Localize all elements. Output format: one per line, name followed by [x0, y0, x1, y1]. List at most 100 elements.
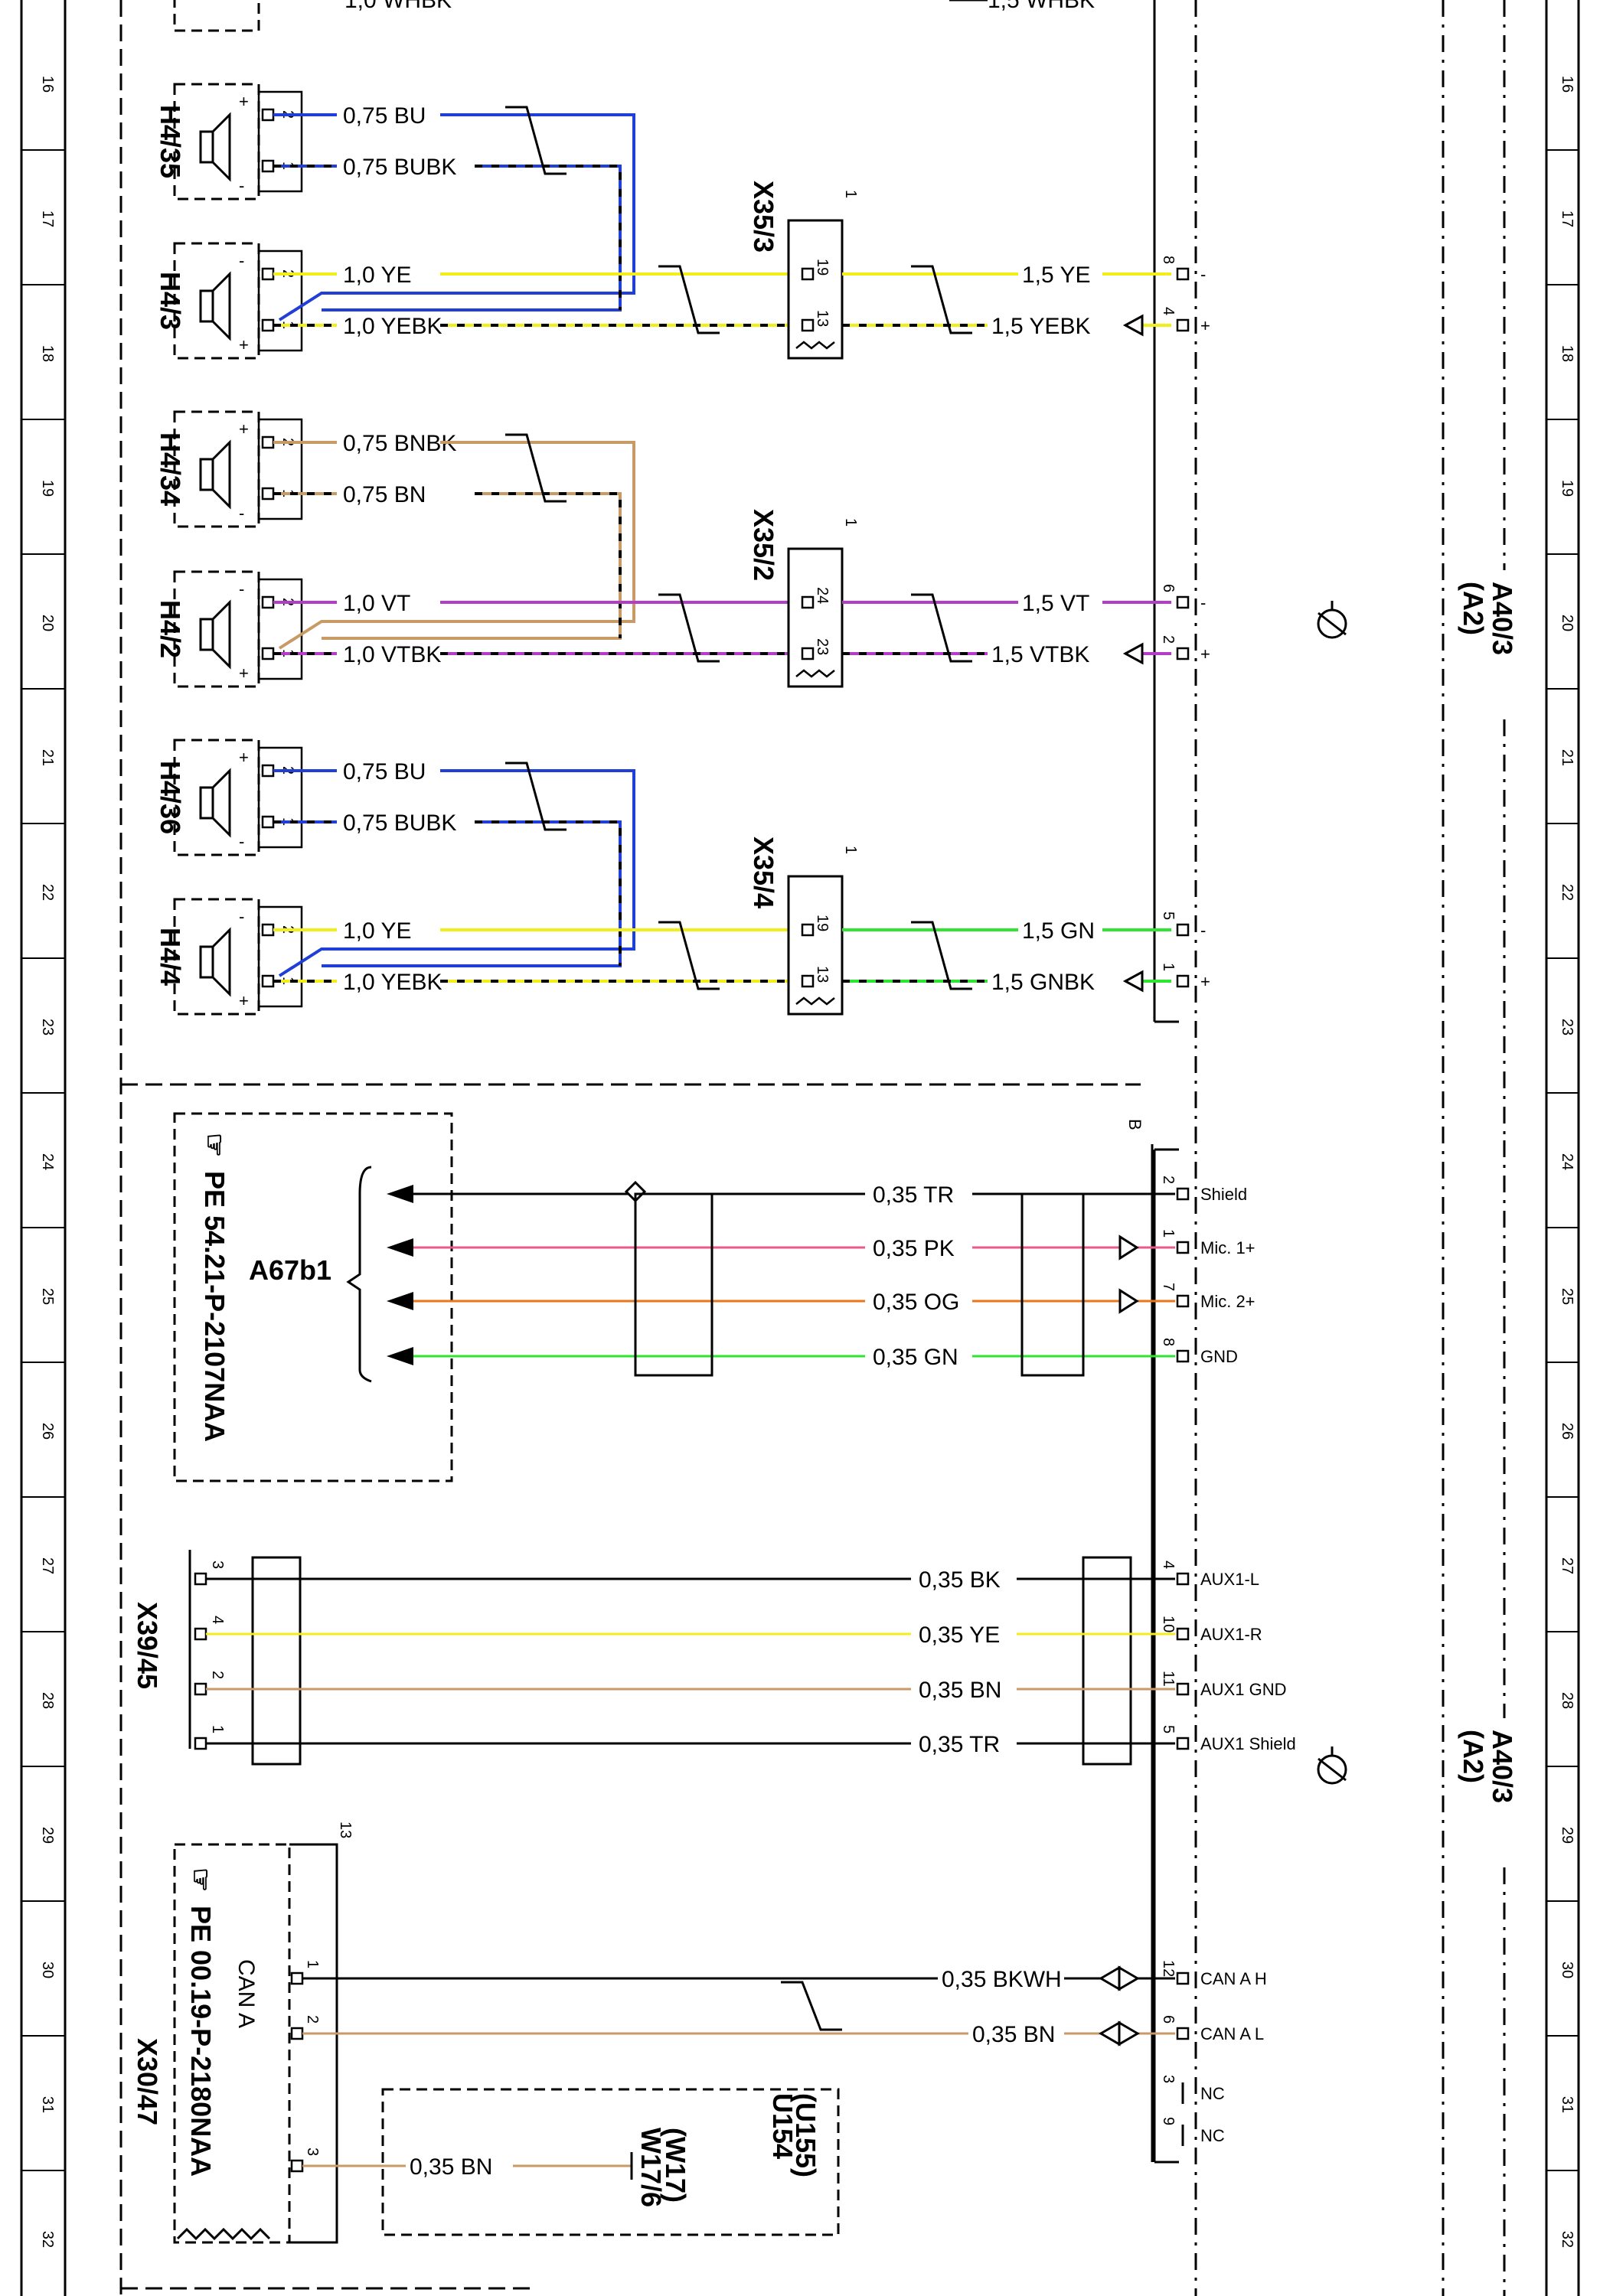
- x35-connector-id: X35/4: [748, 837, 779, 908]
- speaker-cone-icon: [211, 271, 231, 341]
- x35-wavy-edge: [795, 669, 835, 678]
- speaker-wire-label-minus: 1,0 YEBK: [343, 314, 442, 339]
- harness-break-marker: [911, 265, 972, 334]
- speaker-loop-wire: [278, 113, 635, 321]
- speaker-icon: [199, 289, 214, 323]
- speaker-wire-label-plus: 1,0 YE: [343, 918, 412, 944]
- harness-break-marker: [658, 593, 720, 663]
- x35-wavy-edge: [795, 996, 835, 1006]
- mic-pin-number: 2: [1160, 1176, 1177, 1184]
- mic-signal-label: GND: [1200, 1347, 1238, 1366]
- speaker-pin-box: [261, 108, 275, 122]
- ruler-left-number: 16: [39, 76, 56, 93]
- speaker-polarity-sign: +: [239, 664, 249, 683]
- ruler-right-number: 18: [1559, 345, 1576, 362]
- wire-label-top-right: 1,5 WHBK: [988, 0, 1095, 13]
- a2-wire-label-return: 1,5 YEBK: [991, 314, 1091, 339]
- x35-pin-number: 19: [814, 915, 831, 931]
- speaker-box-top-partial: [173, 0, 260, 32]
- ruler-left-number: 24: [39, 1153, 56, 1170]
- mic-pin-box: [1176, 1294, 1190, 1308]
- u154-label: U154: [767, 2093, 798, 2159]
- a2-pin-number: 4: [1160, 307, 1177, 315]
- x35-top-pin: 1: [842, 518, 859, 527]
- x35-pin-number: 13: [814, 310, 831, 327]
- speaker-cone-icon: [211, 927, 231, 997]
- ruler-right-number: 32: [1559, 2231, 1576, 2248]
- a2-wire-label-return: 1,5 VTBK: [991, 642, 1089, 667]
- ruler-right-number: 29: [1559, 1827, 1576, 1844]
- ruler-right-number: 28: [1559, 1692, 1576, 1709]
- aux-signal-label: AUX1-R: [1200, 1625, 1262, 1644]
- speaker-connector-outline: [257, 905, 303, 1008]
- ruler-left-number: 28: [39, 1692, 56, 1709]
- pointer-icon: ☞: [199, 1133, 230, 1157]
- x35-pin-number: 23: [814, 638, 831, 655]
- a2-wire-label: 1,5 YE: [1022, 263, 1091, 288]
- a40-id: A40/3: [1487, 582, 1518, 655]
- aux-left-pin-box: [194, 1627, 207, 1641]
- ruler-left-number: 32: [39, 2231, 56, 2248]
- x35-pin-box: [801, 923, 815, 937]
- speaker-icon: [199, 945, 214, 979]
- ruler-left-number: 19: [39, 480, 56, 497]
- aux-left-pin-number: 2: [209, 1671, 226, 1679]
- a40-id: A40/3: [1487, 1730, 1518, 1803]
- aux-connector-id: X39/45: [132, 1602, 163, 1689]
- a2-wire-label: 1,5 GN: [1022, 918, 1095, 944]
- a2-pin-number: 8: [1160, 256, 1177, 264]
- mic-terminal-arrow: [1118, 1288, 1139, 1314]
- can-terminal-arrow: [1099, 1965, 1140, 1991]
- x35-connector-id: X35/2: [748, 509, 779, 581]
- a2-pin-sign: +: [1200, 644, 1210, 664]
- can-connector-id: X30/47: [132, 2038, 163, 2125]
- speaker-polarity-sign: +: [239, 92, 249, 111]
- aux-signal-label: AUX1 Shield: [1200, 1734, 1296, 1753]
- speaker-pin-box: [261, 974, 275, 988]
- mic-harness-bundle: [634, 1192, 713, 1377]
- can-left-pin-box: [290, 2159, 304, 2173]
- speaker-icon: [199, 786, 214, 820]
- aux-left-pin-number: 1: [209, 1725, 226, 1733]
- speaker-cone-icon: [211, 439, 231, 510]
- aux-pin-number: 11: [1160, 1671, 1177, 1687]
- can-left-pin-box: [290, 2027, 304, 2040]
- a2-pin-sign: -: [1200, 921, 1206, 940]
- can-wavy-edge: [176, 2227, 271, 2241]
- a2-terminal-arrow: [1122, 970, 1144, 993]
- can-pin-number: 6: [1160, 2015, 1177, 2024]
- wire-label-top-left: 1,0 WHBK: [344, 0, 452, 13]
- ruler-right-number: 23: [1559, 1019, 1576, 1035]
- speaker-icon: [199, 458, 214, 491]
- speaker-connector-outline: [257, 90, 303, 193]
- ruler-right-number: 16: [1559, 76, 1576, 93]
- mic-signal-label: Mic. 1+: [1200, 1238, 1256, 1257]
- ruler-left-number: 18: [39, 345, 56, 362]
- speaker-loop-wire: [278, 441, 635, 650]
- ruler-left-number: 26: [39, 1423, 56, 1440]
- x35-top-pin: 1: [842, 846, 859, 854]
- a40-sub: (A2): [1458, 582, 1489, 635]
- speaker-pin-box: [261, 487, 275, 501]
- speaker-id: H4/36: [155, 761, 186, 834]
- speaker-polarity-sign: -: [239, 579, 244, 598]
- speaker-pin-box: [261, 647, 275, 660]
- speaker-cone-icon: [211, 599, 231, 670]
- x35-pin-number: 24: [814, 587, 831, 604]
- speaker-polarity-sign: -: [239, 176, 244, 195]
- aux-harness-bundle-right: [1082, 1556, 1132, 1766]
- speaker-polarity-sign: -: [239, 251, 244, 270]
- u154-wire-label: 0,35 BN: [410, 2154, 492, 2180]
- mic-pin-number: 8: [1160, 1338, 1177, 1346]
- x35-wavy-edge: [795, 341, 835, 350]
- speaker-pin-box: [261, 318, 275, 332]
- w17-label: W17/6: [635, 2128, 667, 2207]
- speaker-id: H4/4: [155, 928, 186, 986]
- a2-pin-sign: -: [1200, 593, 1206, 612]
- ruler-left-number: 22: [39, 884, 56, 901]
- can-ref-text: PE 00.19-P-2180NAA: [185, 1906, 217, 2177]
- a2-pin-box: [1176, 595, 1190, 609]
- aux-left-pin-number: 4: [209, 1616, 226, 1624]
- can-pin-number: 12: [1160, 1960, 1177, 1977]
